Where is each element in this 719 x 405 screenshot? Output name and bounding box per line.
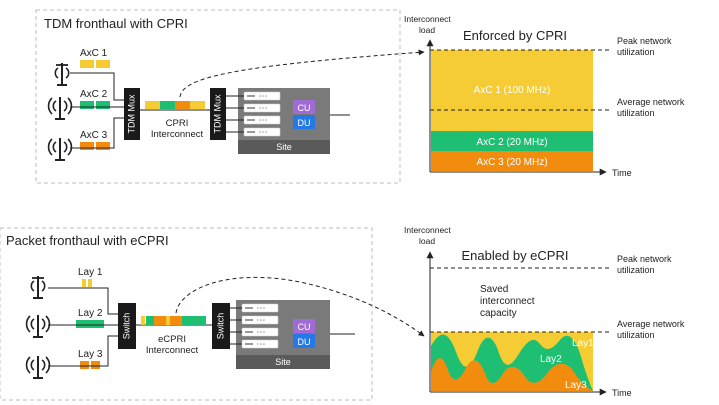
top-title: TDM fronthaul with CPRI [44, 16, 188, 31]
stream-bar-yellow [80, 60, 110, 68]
band-label: AxC 1 (100 MHz) [474, 85, 551, 96]
bottom-title: Packet fronthaul with eCPRI [6, 233, 169, 248]
site-box: Site CU DU [236, 300, 330, 369]
du-box [293, 115, 315, 129]
stream-label: Lay 2 [78, 308, 103, 319]
cu-box [293, 100, 315, 114]
top-section: TDM fronthaul with CPRI AxC 1 AxC 2 AxC … [35, 9, 425, 184]
average-label: utilization [617, 108, 655, 118]
peak-label: Peak network [617, 254, 672, 264]
interconnect-label: Interconnect [151, 129, 204, 140]
saved-capacity-label: capacity [480, 308, 517, 319]
server-icon [243, 91, 281, 101]
server-icon [241, 303, 279, 313]
interconnect-label: Interconnect [146, 345, 199, 356]
site-box: Site CU DU [238, 88, 330, 154]
antenna-icon [25, 314, 51, 338]
switch-label: Switch [121, 313, 131, 340]
layer-label: Lay3 [565, 380, 587, 391]
site-label: Site [276, 142, 292, 152]
x-axis-label: Time [612, 388, 632, 398]
area-lay3 [431, 358, 593, 391]
bottom-frame [0, 227, 373, 401]
antenna-icon [47, 137, 73, 161]
ecpri-load-chart: Interconnect load Time Enabled by eCPRI … [404, 225, 685, 398]
band-label: AxC 3 (20 MHz) [476, 157, 547, 168]
cpri-load-chart: Interconnect load Time Enforced by CPRI … [404, 14, 685, 178]
stream-bar-green [80, 101, 110, 109]
x-axis-label: Time [612, 168, 632, 178]
cpri-frame-segments [145, 101, 205, 109]
server-icon [243, 103, 281, 113]
layer-bar-orange [80, 361, 100, 369]
site-label: Site [275, 357, 291, 367]
stream-label: Lay 1 [78, 267, 103, 278]
tdm-mux-right [210, 88, 226, 140]
chart-title: Enabled by eCPRI [462, 248, 569, 263]
callout-arrow [179, 49, 425, 98]
du-label: DU [298, 118, 311, 128]
y-axis-label: Interconnect [404, 14, 451, 24]
server-icon [241, 327, 279, 337]
peak-label: utilization [617, 265, 655, 275]
antenna-icon [54, 62, 70, 86]
peak-label: utilization [617, 47, 655, 57]
antenna-icon [25, 355, 51, 379]
antenna-icon [30, 275, 46, 299]
switch-site-wiring [230, 307, 242, 345]
switch-label: Switch [215, 313, 225, 340]
server-icon [241, 339, 279, 349]
band-label: AxC 2 (20 MHz) [476, 137, 547, 148]
saved-capacity-label: interconnect [480, 296, 535, 307]
stream-label: AxC 2 [80, 89, 108, 100]
antenna-icon [47, 96, 73, 120]
switch-wiring [48, 287, 118, 367]
du-label: DU [298, 337, 311, 347]
stream-label: Lay 3 [78, 349, 103, 360]
y-axis-label: load [419, 236, 435, 246]
top-frame [35, 9, 401, 184]
average-label: Average network [617, 319, 685, 329]
bottom-section: Packet fronthaul with eCPRI Lay 1 Lay 2 … [0, 227, 425, 401]
switch-right [212, 303, 230, 349]
cu-label: CU [298, 103, 311, 113]
average-label: utilization [617, 330, 655, 340]
tdm-mux-label: TDM Mux [212, 94, 222, 133]
layer-bar-yellow [82, 279, 92, 287]
y-axis-label: load [419, 25, 435, 35]
server-icon [243, 127, 281, 137]
band-axc2 [431, 131, 593, 151]
band-axc3 [431, 151, 593, 171]
switch-left [118, 303, 136, 349]
average-label: Average network [617, 97, 685, 107]
cu-label: CU [298, 322, 311, 332]
server-icon [243, 115, 281, 125]
callout-arrow [175, 276, 425, 337]
interconnect-label: eCPRI [158, 334, 186, 345]
stream-label: AxC 3 [80, 130, 108, 141]
du-box [293, 334, 315, 348]
mux-site-wiring [226, 95, 244, 133]
tdm-mux-left [124, 88, 140, 140]
saved-capacity-label: Saved [480, 284, 508, 295]
band-axc1 [431, 50, 593, 131]
interconnect-label: CPRI [166, 118, 189, 129]
y-axis-label: Interconnect [404, 225, 451, 235]
server-icon [241, 315, 279, 325]
peak-label: Peak network [617, 36, 672, 46]
cu-box [293, 319, 315, 333]
layer-label: Lay1 [572, 338, 594, 349]
mux-wiring [70, 72, 124, 149]
layer-label: Lay2 [540, 354, 562, 365]
layer-bar-green [76, 320, 104, 328]
stream-bar-orange [80, 142, 110, 150]
tdm-mux-label: TDM Mux [126, 94, 136, 133]
chart-title: Enforced by CPRI [463, 28, 567, 43]
ecpri-packet-segments [141, 316, 206, 325]
stream-label: AxC 1 [80, 48, 108, 59]
